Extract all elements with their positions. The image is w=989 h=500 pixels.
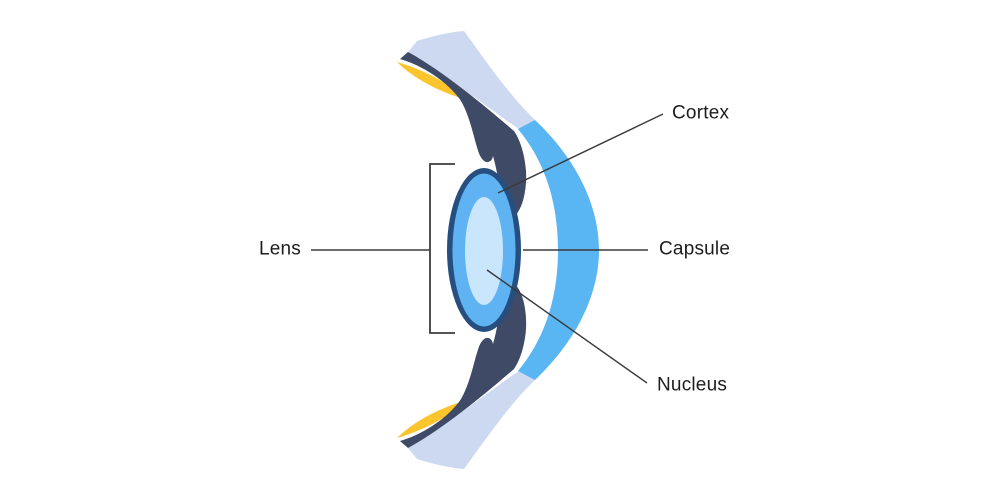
- capsule-label: Capsule: [659, 238, 731, 260]
- lens-label: Lens: [258, 238, 301, 260]
- lens-bracket: [429, 163, 455, 334]
- lens-nucleus-ellipse: [465, 197, 503, 305]
- nucleus-label: Nucleus: [657, 374, 728, 396]
- cortex-label: Cortex: [672, 102, 730, 124]
- nucleus-leader-line: [486, 269, 648, 384]
- cortex-leader-line: [497, 113, 664, 194]
